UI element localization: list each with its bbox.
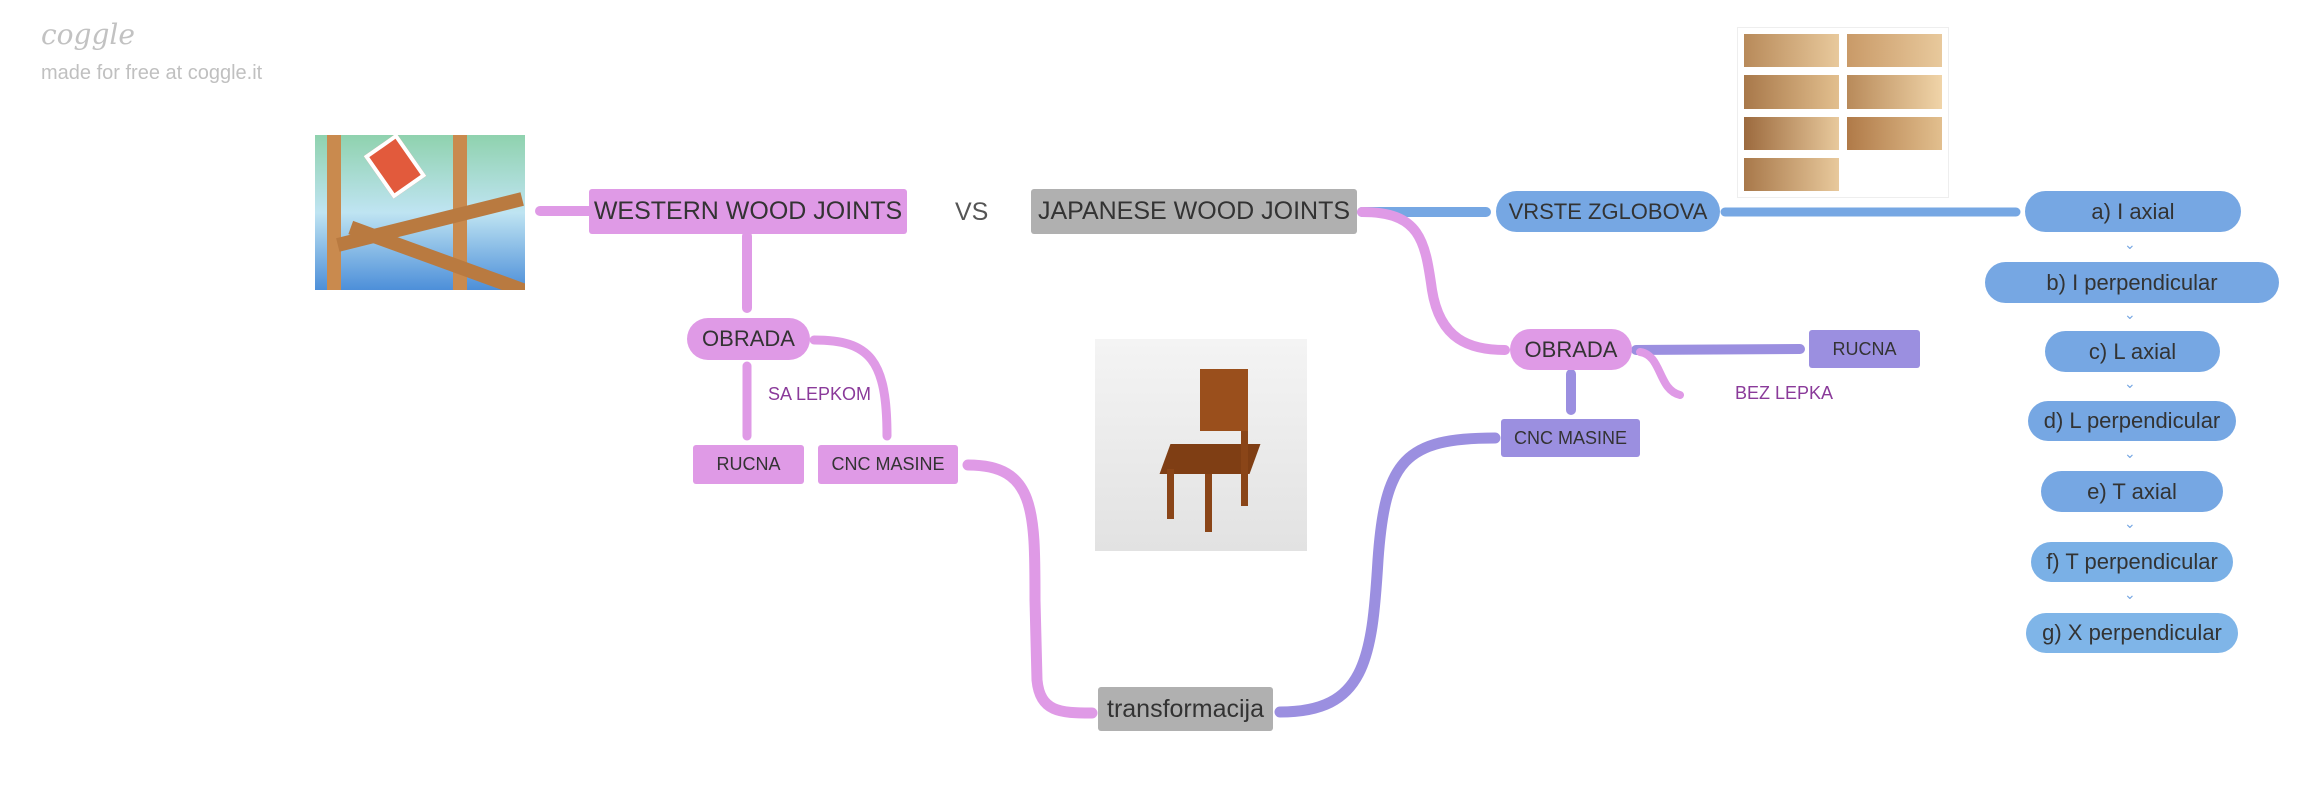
node-rucna-left[interactable]: RUCNA [693, 445, 804, 484]
label-sa-lepkom: SA LEPKOM [768, 384, 872, 404]
node-joint-type-a[interactable]: a) I axial [2025, 191, 2241, 232]
chevron-down-icon: ⌄ [2124, 306, 2136, 322]
link-obrada-bez-lepka [1636, 348, 1684, 399]
node-joint-type-f[interactable]: f) T perpendicular [2031, 542, 2233, 582]
chevron-down-icon: ⌄ [2124, 445, 2136, 461]
node-transformacija[interactable]: transformacija [1098, 687, 1273, 731]
link-transformacija-cnc [1274, 432, 1501, 718]
node-joint-type-c[interactable]: c) L axial [2045, 331, 2220, 372]
coggle-logo[interactable]: coggle [41, 18, 135, 51]
node-vrste-zglobova[interactable]: VRSTE ZGLOBOVA [1496, 191, 1720, 232]
node-japanese-wood-joints[interactable]: JAPANESE WOOD JOINTS [1031, 189, 1357, 234]
coggle-tagline[interactable]: made for free at coggle.it [41, 62, 263, 84]
link-cnc-transformacija [962, 459, 1098, 719]
chevron-down-icon: ⌄ [2124, 236, 2136, 252]
node-cnc-masine-right[interactable]: CNC MASINE [1501, 419, 1640, 457]
node-western-wood-joints[interactable]: WESTERN WOOD JOINTS [589, 189, 907, 234]
node-obrada-right[interactable]: OBRADA [1510, 329, 1632, 370]
link-obrada-cnc [809, 335, 892, 441]
node-cnc-masine-left[interactable]: CNC MASINE [818, 445, 958, 484]
chevron-down-icon: ⌄ [2124, 515, 2136, 531]
chevron-down-icon: ⌄ [2124, 375, 2136, 391]
link-obrada-rucna-right [1631, 344, 1805, 355]
node-vs[interactable]: VS [955, 198, 989, 226]
chevron-down-icon: ⌄ [2124, 586, 2136, 602]
node-joint-type-e[interactable]: e) T axial [2041, 471, 2223, 512]
node-obrada-left[interactable]: OBRADA [687, 318, 810, 360]
label-bez-lepka: BEZ LEPKA [1735, 383, 1834, 403]
node-rucna-right[interactable]: RUCNA [1809, 330, 1920, 368]
node-joint-type-b[interactable]: b) I perpendicular [1985, 262, 2279, 303]
glue-chair-image [315, 135, 525, 290]
link-japanese-obrada [1357, 207, 1510, 355]
node-joint-type-d[interactable]: d) L perpendicular [2028, 401, 2236, 441]
node-joint-type-g[interactable]: g) X perpendicular [2026, 613, 2238, 653]
chair-image [1095, 339, 1307, 551]
joints-photo-grid [1737, 27, 1949, 198]
